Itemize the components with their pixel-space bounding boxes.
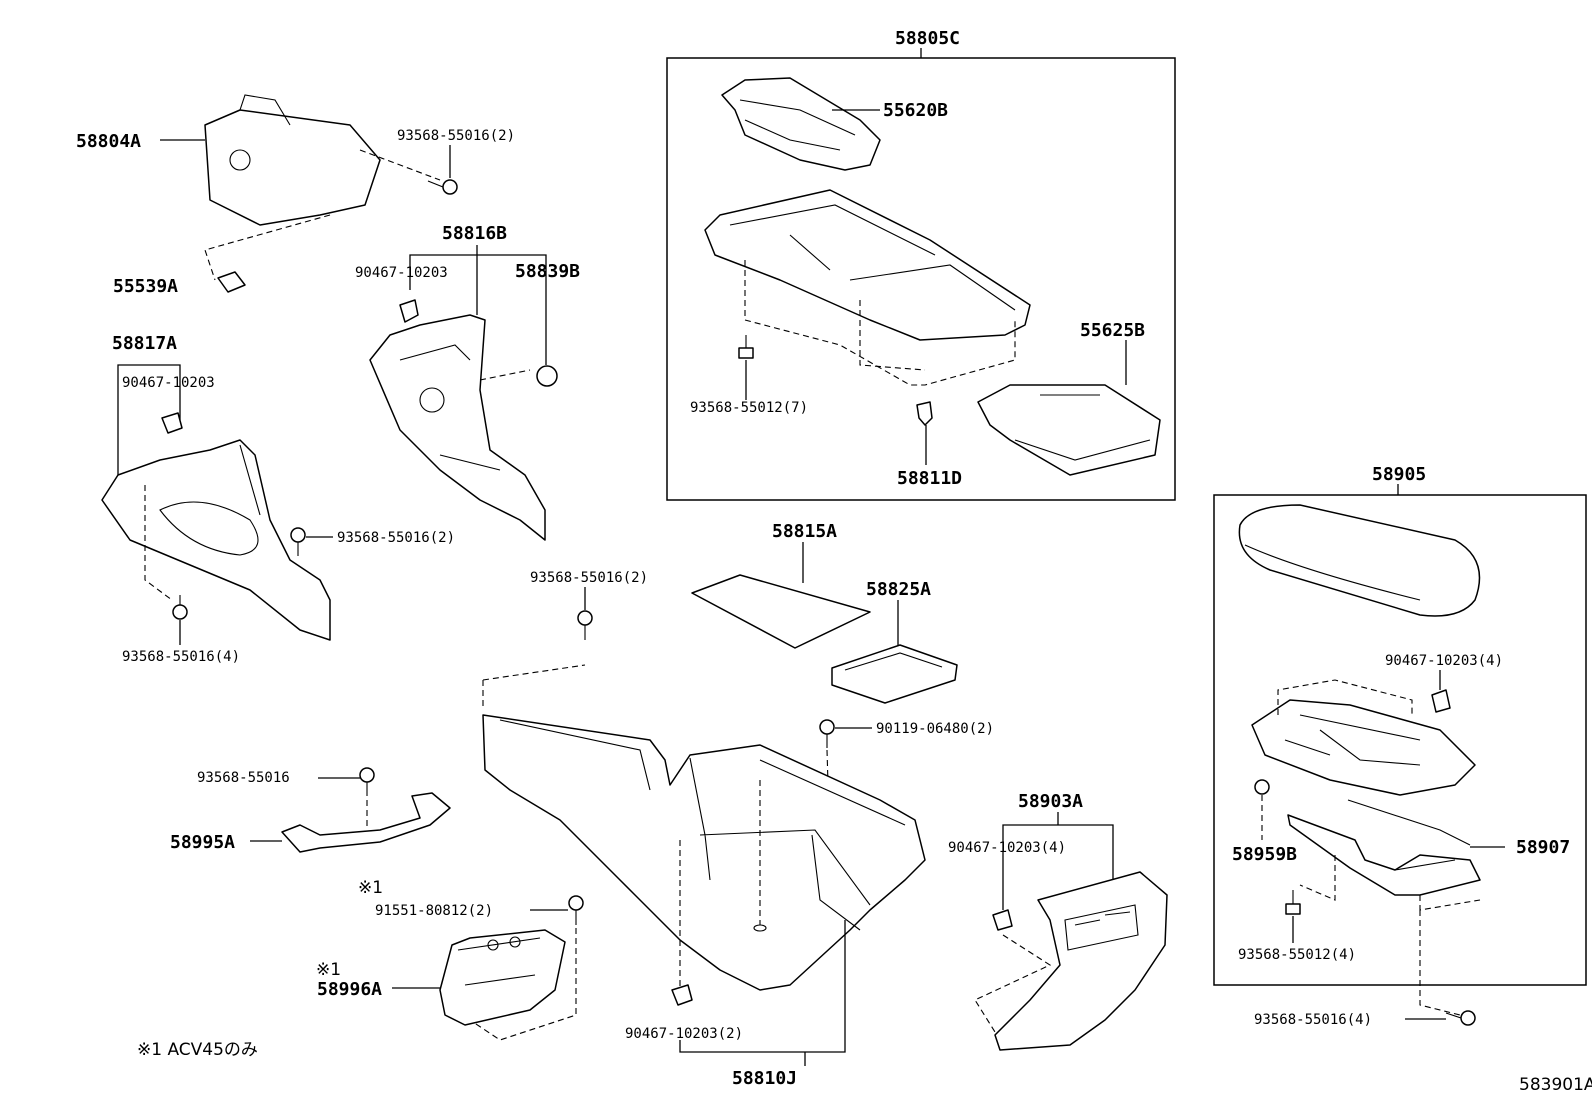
- part-58815a: [691, 574, 871, 649]
- label-90119-06480-2: 90119-06480(2): [876, 721, 994, 737]
- label-58817a: 58817A: [112, 333, 177, 354]
- screw-93568-55016-b: [290, 527, 306, 556]
- label-55539a: 55539A: [113, 276, 178, 297]
- screw-93568-55016-e: [359, 767, 375, 796]
- label-58816b: 58816B: [442, 223, 507, 244]
- plug-58839b: [536, 365, 558, 387]
- label-58815a: 58815A: [772, 521, 837, 542]
- screw-93568-55016-a: [427, 179, 458, 195]
- part-58825a: [831, 644, 958, 704]
- label-58959b: 58959B: [1232, 844, 1297, 865]
- mark-1-b: ※1: [316, 960, 341, 980]
- part-58996a: [439, 929, 566, 1026]
- label-58825a: 58825A: [866, 579, 931, 600]
- part-58995a: [281, 792, 451, 853]
- label-93568-55016-4-b: 93568-55016(4): [1254, 1012, 1372, 1028]
- clip-90467-10203-e: [1431, 689, 1451, 713]
- screw-93568-55016-f: [1445, 1010, 1476, 1026]
- screw-93568-55016-d: [577, 610, 593, 640]
- part-58810j: [482, 714, 926, 991]
- label-90467-10203-4-a: 90467-10203(4): [948, 840, 1066, 856]
- label-93568-55016-2-b: 93568-55016(2): [337, 530, 455, 546]
- label-58907: 58907: [1516, 837, 1570, 858]
- label-55620b: 55620B: [883, 100, 948, 121]
- label-93568-55012-7: 93568-55012(7): [690, 400, 808, 416]
- mark-1-a: ※1: [358, 878, 383, 898]
- part-58817a: [101, 439, 331, 641]
- part-55620b: [721, 77, 881, 171]
- label-58811d: 58811D: [897, 468, 962, 489]
- part-console-upper: [704, 189, 1031, 341]
- label-93568-55016-4-a: 93568-55016(4): [122, 649, 240, 665]
- part-58903a: [994, 871, 1168, 1051]
- part-58907: [1287, 799, 1481, 896]
- part-58816b: [369, 314, 546, 541]
- screw-58959b: [1254, 779, 1270, 795]
- label-58804a: 58804A: [76, 131, 141, 152]
- label-90467-10203-a: 90467-10203: [355, 265, 448, 281]
- label-93568-55012-4: 93568-55012(4): [1238, 947, 1356, 963]
- part-58905-base: [1251, 699, 1476, 796]
- label-58903a: 58903A: [1018, 791, 1083, 812]
- label-90467-10203-b: 90467-10203: [122, 375, 215, 391]
- part-55625b: [977, 384, 1161, 476]
- screw-93568-55016-c: [172, 595, 188, 620]
- clip-90467-10203-a: [399, 299, 419, 323]
- label-58810j: 58810J: [732, 1068, 797, 1089]
- assembly-box-58905: [1213, 494, 1587, 986]
- clip-90467-10203-b: [161, 412, 183, 434]
- clip-90467-10203-c: [671, 984, 693, 1006]
- label-55625b: 55625B: [1080, 320, 1145, 341]
- label-58805c: 58805C: [895, 28, 960, 49]
- label-58996a: 58996A: [317, 979, 382, 1000]
- footnote: ※1 ACV45のみ: [137, 1040, 258, 1060]
- label-90467-10203-4-b: 90467-10203(4): [1385, 653, 1503, 669]
- bolt-90119-06480: [819, 719, 835, 748]
- part-58804a: [204, 94, 381, 226]
- part-58905-lid: [1238, 504, 1481, 617]
- bolt-91551-80812: [568, 895, 584, 925]
- label-93568-55016-2-c: 93568-55016(2): [530, 570, 648, 586]
- part-55539a: [217, 271, 246, 293]
- label-93568-55016-2-a: 93568-55016(2): [397, 128, 515, 144]
- label-58905: 58905: [1372, 464, 1426, 485]
- label-91551-80812-2: 91551-80812(2): [375, 903, 493, 919]
- screw-93568-55012: [738, 335, 754, 359]
- label-58839b: 58839B: [515, 261, 580, 282]
- screw-93568-55012-b: [1285, 890, 1301, 915]
- clip-58811d: [916, 401, 933, 426]
- label-93568-55016: 93568-55016: [197, 770, 290, 786]
- label-58995a: 58995A: [170, 832, 235, 853]
- clip-90467-10203-d: [992, 909, 1013, 931]
- diagram-id: 583901A: [1519, 1075, 1592, 1095]
- label-90467-10203-2: 90467-10203(2): [625, 1026, 743, 1042]
